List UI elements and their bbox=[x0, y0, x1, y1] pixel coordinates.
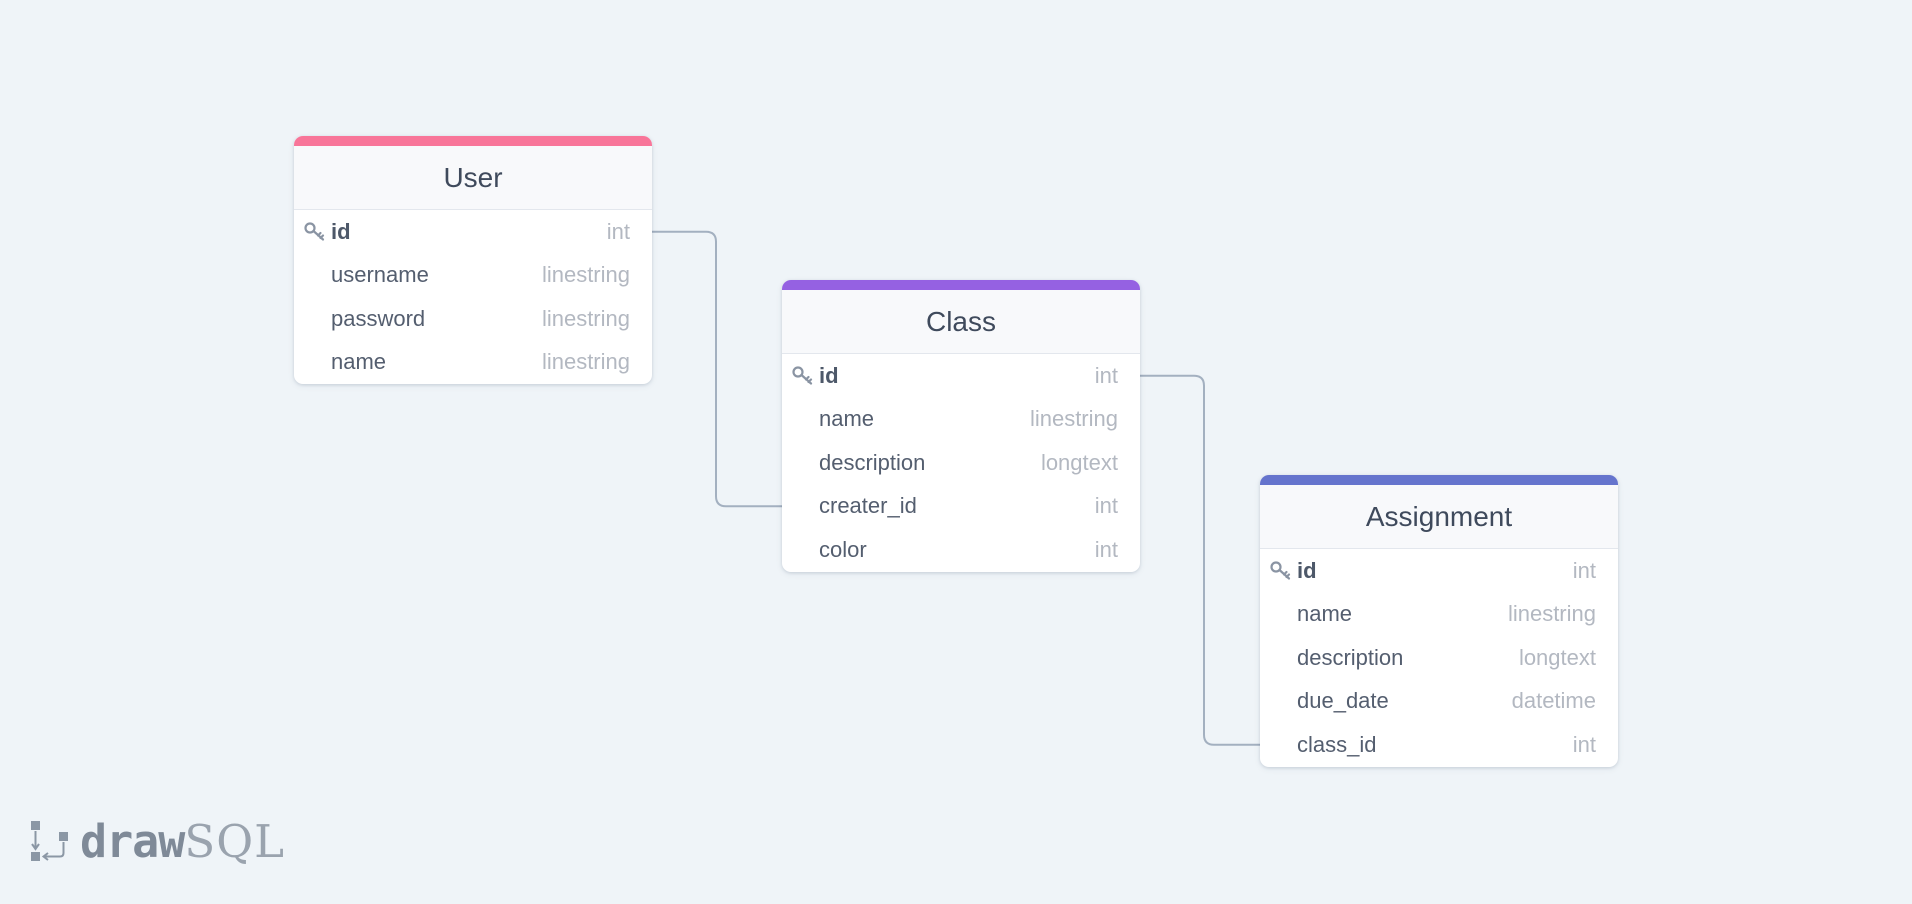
table-class[interactable]: Class id int name linestring description long… bbox=[782, 280, 1140, 572]
column-type: int bbox=[1572, 557, 1596, 583]
column-name: id bbox=[331, 218, 351, 244]
column-type: longtext bbox=[1040, 449, 1118, 475]
column-type: longtext bbox=[1518, 644, 1596, 670]
primary-key-icon bbox=[1270, 561, 1292, 581]
column-row[interactable]: password linestring bbox=[294, 297, 652, 341]
column-name: color bbox=[819, 536, 867, 562]
logo-text-draw: draw bbox=[80, 814, 185, 868]
logo-text-sql: SQL bbox=[184, 814, 285, 868]
primary-key-icon bbox=[304, 222, 326, 242]
column-row[interactable]: id int bbox=[782, 354, 1140, 398]
column-name: description bbox=[819, 449, 926, 475]
column-type: int bbox=[606, 218, 630, 244]
table-title[interactable]: Assignment bbox=[1260, 485, 1618, 549]
column-name: id bbox=[1297, 557, 1317, 583]
column-type: int bbox=[1094, 536, 1118, 562]
column-name: name bbox=[819, 406, 875, 432]
table-user[interactable]: User id int username linestring password line… bbox=[294, 136, 652, 384]
table-title[interactable]: User bbox=[294, 146, 652, 210]
column-name: creater_id bbox=[819, 493, 917, 519]
column-type: linestring bbox=[541, 262, 630, 288]
column-name: class_id bbox=[1297, 731, 1377, 757]
column-name: id bbox=[819, 362, 839, 388]
column-type: int bbox=[1094, 493, 1118, 519]
column-name: description bbox=[1297, 644, 1404, 670]
column-row[interactable]: id int bbox=[294, 210, 652, 254]
table-accent-bar bbox=[1260, 475, 1618, 485]
relation-line[interactable] bbox=[652, 230, 782, 508]
table-title[interactable]: Class bbox=[782, 290, 1140, 354]
column-type: linestring bbox=[1507, 601, 1596, 627]
table-accent-bar bbox=[294, 136, 652, 146]
column-type: linestring bbox=[1029, 406, 1118, 432]
table-accent-bar bbox=[782, 280, 1140, 290]
column-name: name bbox=[331, 349, 387, 375]
column-name: username bbox=[331, 262, 429, 288]
column-row[interactable]: id int bbox=[1260, 549, 1618, 593]
column-row[interactable]: creater_id int bbox=[782, 485, 1140, 529]
relation-line[interactable] bbox=[1140, 374, 1260, 746]
column-type: int bbox=[1572, 731, 1596, 757]
column-type: linestring bbox=[541, 349, 630, 375]
primary-key-icon bbox=[792, 366, 814, 386]
column-row[interactable]: name linestring bbox=[782, 398, 1140, 442]
column-row[interactable]: name linestring bbox=[294, 341, 652, 385]
drawsql-logo-icon bbox=[31, 821, 68, 861]
column-row[interactable]: description longtext bbox=[782, 441, 1140, 485]
column-name: password bbox=[331, 305, 426, 331]
drawsql-logo[interactable]: drawSQL bbox=[30, 818, 285, 864]
column-row[interactable]: username linestring bbox=[294, 254, 652, 298]
table-assignment[interactable]: Assignment id int name linestring descriptio… bbox=[1260, 475, 1618, 767]
column-row[interactable]: description longtext bbox=[1260, 636, 1618, 680]
column-row[interactable]: class_id int bbox=[1260, 723, 1618, 767]
drawsql-logo-text: drawSQL bbox=[80, 819, 285, 864]
column-row[interactable]: color int bbox=[782, 528, 1140, 572]
column-type: linestring bbox=[541, 305, 630, 331]
column-row[interactable]: due_date datetime bbox=[1260, 680, 1618, 724]
column-type: datetime bbox=[1511, 688, 1596, 714]
column-type: int bbox=[1094, 362, 1118, 388]
column-name: due_date bbox=[1297, 688, 1389, 714]
column-row[interactable]: name linestring bbox=[1260, 593, 1618, 637]
column-name: name bbox=[1297, 601, 1353, 627]
